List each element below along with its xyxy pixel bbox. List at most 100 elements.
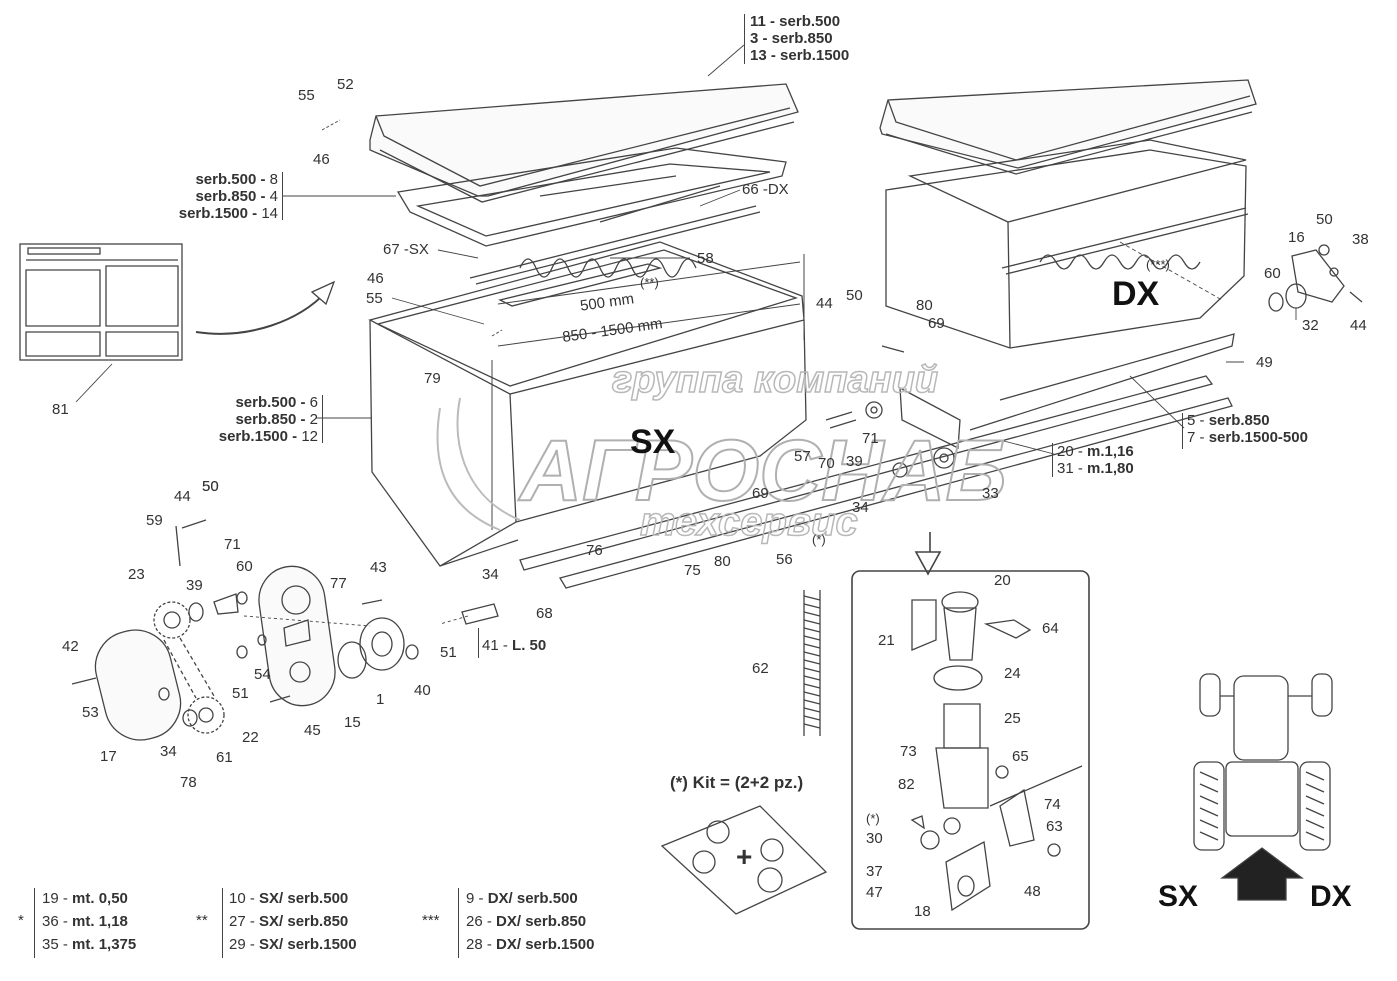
left-auger: [469, 205, 761, 285]
drive-mechanism: [825, 345, 961, 478]
part-number: 66 -DX: [742, 181, 789, 198]
ref-line: serb.850 - 2: [235, 411, 318, 428]
legend-row: 27 - SX/ serb.850: [229, 913, 349, 930]
part-number: 49: [1256, 354, 1273, 371]
ref-line: 5 - serb.850: [1187, 412, 1270, 429]
part-number: 46: [313, 151, 330, 168]
part-number: 39: [186, 577, 203, 594]
part-number: 52: [337, 76, 354, 93]
part-number: 15: [344, 714, 361, 731]
part-number: 58: [697, 250, 714, 267]
legend-row: 26 - DX/ serb.850: [466, 913, 587, 930]
part-number: 34: [482, 566, 499, 583]
part-number: 51: [440, 644, 457, 661]
part-number: 23: [128, 566, 145, 583]
part-number: 60: [1264, 265, 1281, 282]
ref-line: serb.1500 - 14: [178, 205, 278, 222]
part-number: 30: [866, 830, 883, 847]
part-number: 54: [254, 666, 271, 683]
hopper-sx-label: SX: [630, 423, 676, 461]
legend-row: 35 - mt. 1,375: [42, 936, 137, 953]
part-number: 48: [1024, 883, 1041, 900]
part-number: 34: [160, 743, 177, 760]
part-number: 50: [202, 478, 219, 495]
decal-81: [19, 243, 336, 361]
legend-row: 29 - SX/ serb.1500: [229, 936, 357, 953]
part-number: 76: [586, 542, 603, 559]
legend-row: 10 - SX/ serb.500: [229, 890, 349, 907]
part-number: 45: [304, 722, 321, 739]
part-number: 44: [816, 295, 833, 312]
ref-bar: [744, 14, 745, 64]
part-number: 20: [994, 572, 1011, 589]
ref-line: serb.850 - 4: [195, 188, 278, 205]
part-41-ref: 41 - L. 50: [482, 637, 547, 654]
left-screen: [396, 147, 787, 247]
tractor-dx: DX: [1310, 880, 1352, 913]
legend-row: 9 - DX/ serb.500: [466, 890, 578, 907]
top-cover-refs: 11 - serb.500 3 - serb.850 13 - serb.150…: [750, 13, 849, 64]
part-number: 40: [414, 682, 431, 699]
kit-title: (*) Kit = (2+2 pz.): [670, 773, 804, 792]
part-number: 44: [1350, 317, 1367, 334]
legend-bar: [222, 888, 223, 958]
part-number: 82: [898, 776, 915, 793]
right-lid: [879, 79, 1257, 175]
part-number: 73: [900, 743, 917, 760]
part-number: 69: [928, 315, 945, 332]
part-number: 34: [852, 499, 869, 516]
part-number: 44: [174, 488, 191, 505]
ref-line: serb.500 - 6: [235, 394, 318, 411]
ref-line: 13 - serb.1500: [750, 47, 850, 64]
part-number: 53: [82, 704, 99, 721]
legend-col-2: 10 - SX/ serb.500 27 - SX/ serb.850 29 -…: [229, 887, 357, 956]
ref-bar: [322, 395, 323, 443]
ref-line: serb.1500 - 12: [218, 428, 318, 445]
part-number: 38: [1352, 231, 1369, 248]
part-number: 39: [846, 453, 863, 470]
part-number: 68: [536, 605, 553, 622]
part-number: 62: [752, 660, 769, 677]
left-lid: [369, 83, 799, 203]
watermark-line-3: техсервис: [640, 500, 858, 544]
part-number: 32: [1302, 317, 1319, 334]
part-number: 1: [376, 691, 384, 708]
body-refs: serb.500 - 6 serb.850 - 2 serb.1500 - 12: [219, 394, 318, 445]
part-number: 64: [1042, 620, 1059, 637]
left-drive-parts: [71, 519, 499, 741]
legend-row: 36 - mt. 1,18: [42, 913, 128, 930]
part-number: 57: [794, 448, 811, 465]
legend-col-3: 9 - DX/ serb.500 26 - DX/ serb.850 28 - …: [466, 887, 594, 956]
part-number: 50: [1316, 211, 1333, 228]
part-number: 71: [862, 430, 879, 447]
legend-row: 28 - DX/ serb.1500: [466, 936, 595, 953]
part-number: 80: [916, 297, 933, 314]
part-number: 78: [180, 774, 197, 791]
dimension-lines: [491, 254, 805, 530]
part-number: 50: [846, 287, 863, 304]
legend-mark-3: ***: [422, 912, 440, 929]
kit-sketch: [660, 805, 828, 915]
part-number: 59: [146, 512, 163, 529]
right-hopper: [885, 139, 1249, 349]
feed-rails: [519, 333, 1235, 589]
part-number: 81: [52, 401, 69, 418]
part-number: 77: [330, 575, 347, 592]
ref-bar: [478, 628, 479, 658]
part-number: 79: [424, 370, 441, 387]
ref-line: 3 - serb.850: [750, 30, 833, 47]
tractor-sx: SX: [1158, 880, 1199, 913]
part-number: 33: [982, 485, 999, 502]
ref-line: 31 - m.1,80: [1057, 460, 1134, 477]
part-number: 37: [866, 863, 883, 880]
marker-single: (*): [812, 532, 826, 547]
legend-mark-1: *: [18, 912, 24, 929]
hopper-dx-label: DX: [1112, 275, 1160, 313]
watermark-line-1: группа компаний: [612, 359, 938, 401]
watermark-line-2: АГРОСНАБ: [518, 423, 1006, 519]
part-number: 21: [878, 632, 895, 649]
part-number: 18: [914, 903, 931, 920]
part-number: 22: [242, 729, 259, 746]
part-number: 80: [714, 553, 731, 570]
